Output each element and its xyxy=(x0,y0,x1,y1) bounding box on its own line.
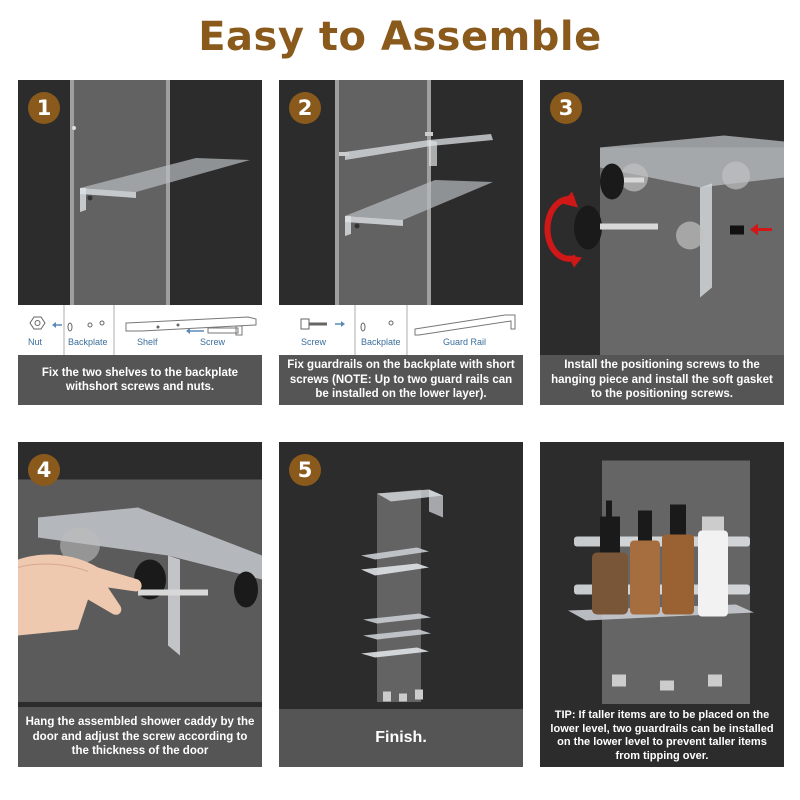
step-5-caption: Finish. xyxy=(279,709,523,767)
step-2-parts-strip: Screw Backplate Guard Rail xyxy=(279,305,523,355)
step-5-panel: 5 Finish. xyxy=(279,442,523,767)
step-1-number-badge: 1 xyxy=(28,92,60,124)
part-label-nut: Nut xyxy=(28,337,43,347)
step-3-caption: Install the positioning screws to the ha… xyxy=(540,355,784,405)
step-2-illustration xyxy=(335,80,493,305)
step-1-caption: Fix the two shelves to the backplate wit… xyxy=(18,355,262,405)
step-3-number-badge: 3 xyxy=(550,92,582,124)
step-4-illustration xyxy=(18,479,262,702)
step-4-number-badge: 4 xyxy=(28,454,60,486)
step-5-number-badge: 5 xyxy=(289,454,321,486)
step-2-parts-diagram xyxy=(300,305,516,355)
step-1-parts-diagram xyxy=(29,305,257,355)
tip-illustration xyxy=(568,460,754,704)
step-2-panel: 2 Screw Backplate Guard Rail Fix guardra… xyxy=(279,80,523,405)
part-label-backplate: Backplate xyxy=(68,337,108,347)
part-label-screw: Screw xyxy=(200,337,226,347)
part-label-backplate: Backplate xyxy=(361,337,401,347)
tip-caption: TIP: If taller items are to be placed on… xyxy=(540,705,784,767)
step-4-panel: 4 Hang the assembled shower caddy by the… xyxy=(18,442,262,767)
step-5-illustration xyxy=(361,489,443,702)
step-3-panel: 3 Install the positioning screws to the … xyxy=(540,80,784,405)
step-4-caption: Hang the assembled shower caddy by the d… xyxy=(18,707,262,767)
step-3-illustration xyxy=(544,135,784,360)
step-2-number-badge: 2 xyxy=(289,92,321,124)
page-title: Easy to Assemble xyxy=(198,14,602,60)
step-1-parts-strip: Nut Backplate Shelf Screw xyxy=(18,305,262,355)
tip-panel: TIP: If taller items are to be placed on… xyxy=(540,442,784,767)
step-1-illustration xyxy=(70,80,250,305)
part-label-guard-rail: Guard Rail xyxy=(443,337,487,347)
step-2-caption: Fix guardrails on the backplate with sho… xyxy=(279,355,523,405)
step-1-panel: 1 Nut Backplate Shelf Screw Fix the two … xyxy=(18,80,262,405)
part-label-shelf: Shelf xyxy=(137,337,158,347)
part-label-screw: Screw xyxy=(301,337,327,347)
